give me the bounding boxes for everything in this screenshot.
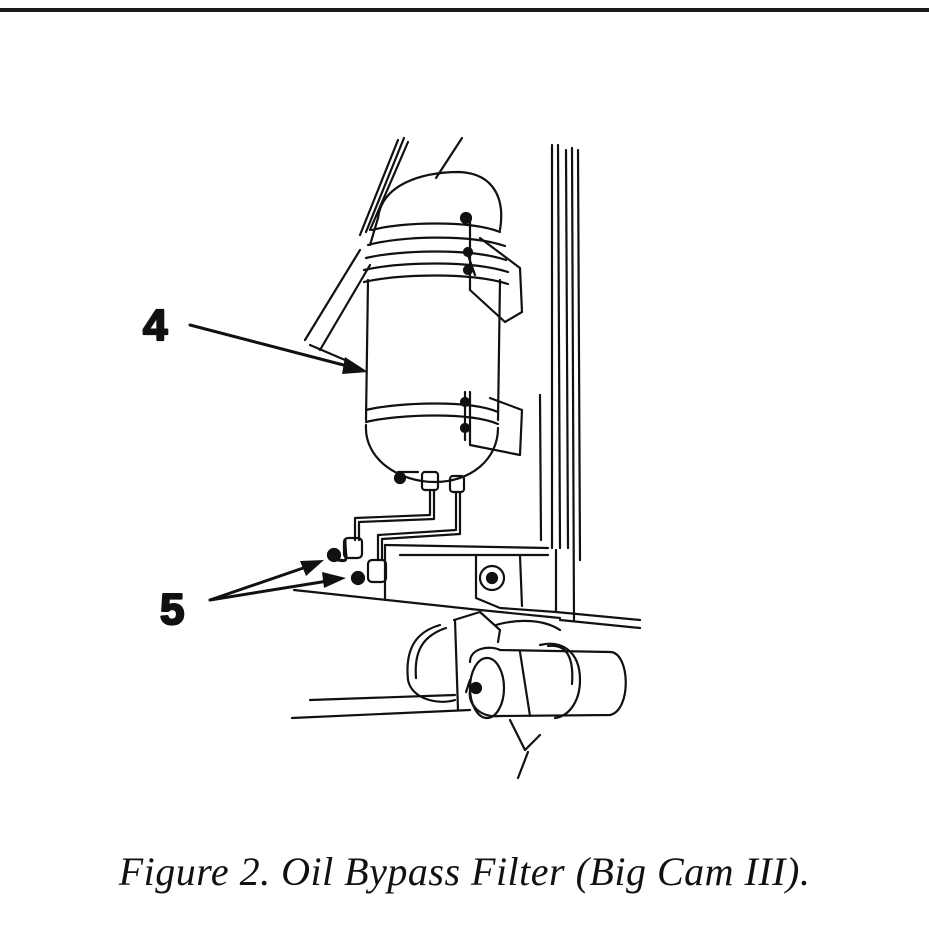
floor-lines bbox=[290, 693, 472, 720]
figure-caption: Figure 2. Oil Bypass Filter (Big Cam III… bbox=[118, 849, 811, 894]
filter-canister bbox=[362, 170, 524, 484]
support-strap bbox=[303, 136, 464, 362]
frame-rail bbox=[538, 143, 582, 622]
top-rule bbox=[0, 8, 929, 12]
oil-lines bbox=[353, 470, 466, 562]
callout-arrows bbox=[188, 323, 368, 602]
sender-unit bbox=[406, 610, 627, 780]
callout-4-label: 4 bbox=[143, 301, 168, 350]
callout-5-label: 5 bbox=[160, 585, 184, 634]
mounting-bracket bbox=[292, 543, 642, 630]
